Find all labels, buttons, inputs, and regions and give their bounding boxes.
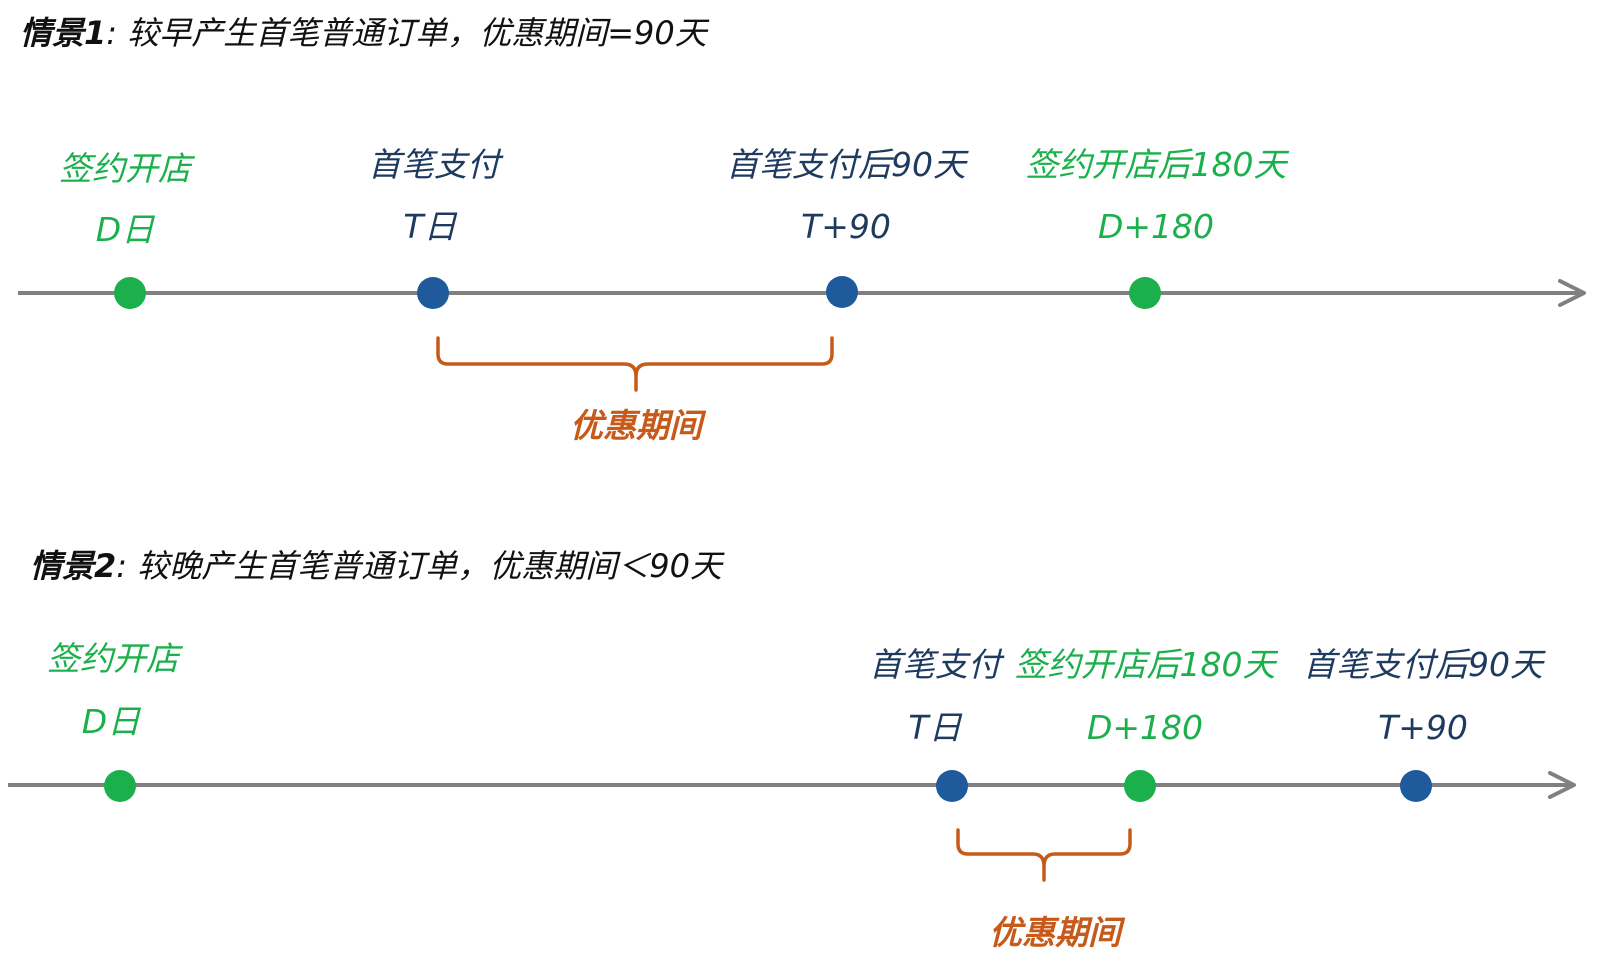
scenario-2: 情景2: 较晚产生首笔普通订单，优惠期间＜90天 签约开店 D日 首笔支付 T日… [8, 547, 1576, 952]
s1-event-name-open: 签约开店 [59, 149, 196, 188]
s2-event-code-open180: D+180 [1087, 708, 1203, 747]
s2-period-label: 优惠期间 [989, 913, 1126, 952]
s1-event-code-open: D日 [96, 210, 155, 249]
scenario-1: 情景1: 较早产生首笔普通订单，优惠期间=90天 签约开店 D日 首笔支付 T日… [18, 14, 1586, 445]
s1-event-dot-pay90 [826, 276, 858, 308]
s1-event-name-open180: 签约开店后180天 [1026, 145, 1290, 184]
scenario-2-heading: 情景2: 较晚产生首笔普通订单，优惠期间＜90天 [30, 547, 725, 585]
s2-event-name-pay: 首笔支付 [869, 645, 1005, 684]
s2-event-dot-open [104, 770, 136, 802]
s1-event-name-pay90: 首笔支付后90天 [726, 145, 969, 184]
s2-event-dot-pay [936, 770, 968, 802]
s2-event-code-open: D日 [82, 702, 141, 741]
s2-event-dot-open180 [1124, 770, 1156, 802]
s1-event-code-open180: D+180 [1098, 207, 1214, 246]
s2-event-name-open180: 签约开店后180天 [1015, 645, 1279, 684]
scenario-1-axis-arrowhead [1558, 279, 1586, 307]
s1-event-dot-open [114, 277, 146, 309]
s2-period-brace [956, 828, 1132, 882]
s1-event-name-pay: 首笔支付 [368, 145, 504, 184]
s2-event-code-pay: T日 [908, 708, 962, 747]
s2-event-name-pay90: 首笔支付后90天 [1303, 645, 1546, 684]
scenario-2-heading-bold: 情景2 [30, 547, 116, 585]
scenario-1-heading: 情景1: 较早产生首笔普通订单，优惠期间=90天 [20, 14, 710, 52]
s1-event-dot-open180 [1129, 277, 1161, 309]
s1-event-code-pay90: T+90 [801, 207, 891, 246]
s1-period-label: 优惠期间 [570, 406, 707, 445]
s2-event-dot-pay90 [1400, 770, 1432, 802]
s2-event-name-open: 签约开店 [47, 639, 184, 678]
s1-period-brace [436, 336, 834, 392]
s1-event-code-pay: T日 [403, 207, 457, 246]
scenario-1-heading-bold: 情景1 [20, 14, 106, 52]
scenario-2-axis-arrowhead [1548, 771, 1576, 799]
scenario-1-heading-text: : 较早产生首笔普通订单，优惠期间=90天 [106, 14, 709, 52]
s1-event-dot-pay [417, 277, 449, 309]
s2-event-code-pay90: T+90 [1378, 708, 1468, 747]
scenario-2-heading-text: : 较晚产生首笔普通订单，优惠期间＜90天 [116, 547, 725, 585]
